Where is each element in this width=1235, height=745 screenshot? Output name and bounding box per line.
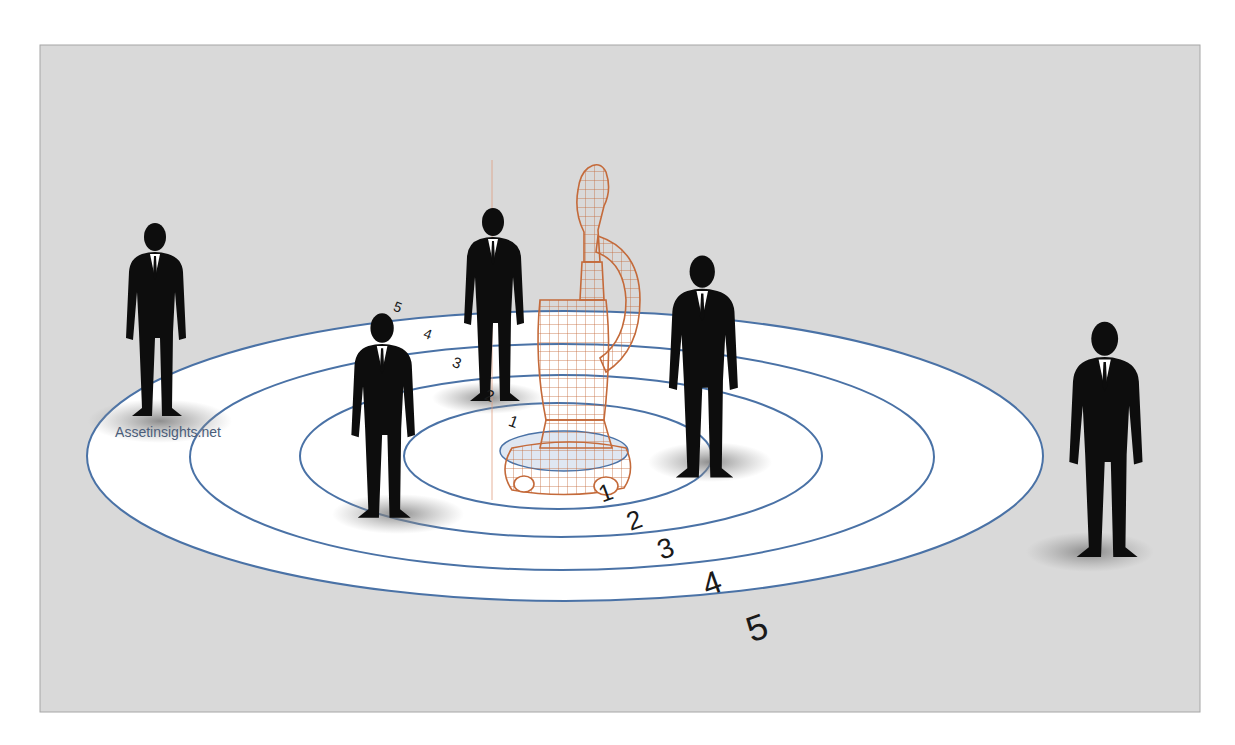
shadows bbox=[88, 382, 1154, 572]
base bbox=[505, 442, 631, 495]
panel bbox=[40, 45, 1200, 712]
shadow bbox=[88, 399, 232, 443]
wheel bbox=[514, 476, 534, 492]
person bbox=[126, 223, 186, 416]
shadow bbox=[432, 382, 544, 414]
person bbox=[464, 208, 524, 401]
people bbox=[126, 208, 1143, 557]
person bbox=[1069, 322, 1142, 557]
vacuum-cleaner bbox=[505, 165, 640, 495]
body bbox=[538, 300, 609, 420]
watermark: Assetinsights.net bbox=[115, 425, 221, 439]
neck bbox=[580, 262, 604, 300]
person bbox=[351, 313, 415, 518]
person bbox=[669, 255, 738, 477]
